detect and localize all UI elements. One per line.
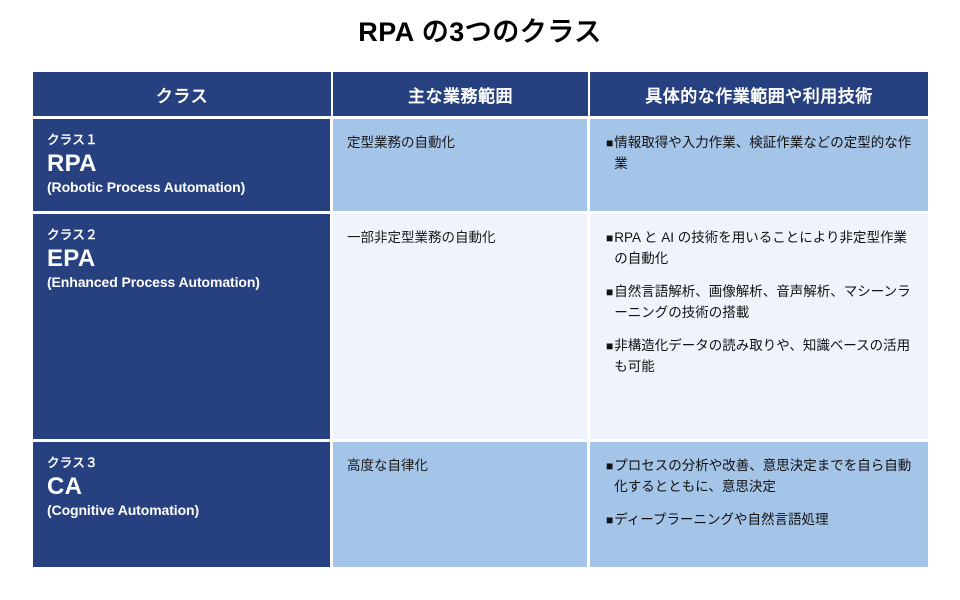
detail-bullet: ■ 自然言語解析、画像解析、音声解析、マシーンラーニングの技術の搭載 <box>606 282 916 324</box>
detail-bullet: ■ 非構造化データの読み取りや、知識ベースの活用も可能 <box>606 336 916 378</box>
scope-cell: 定型業務の自動化 <box>333 119 590 214</box>
class-number: クラス３ <box>47 456 98 470</box>
detail-bullet: ■ RPA と AI の技術を用いることにより非定型作業の自動化 <box>606 228 916 270</box>
detail-bullet: ■ プロセスの分析や改善、意思決定までを自ら自動化するとともに、意思決定 <box>606 456 916 498</box>
detail-cell: ■ 情報取得や入力作業、検証作業などの定型的な作業 <box>590 119 928 214</box>
class-full-name: (Robotic Process Automation) <box>47 179 246 196</box>
detail-bullet: ■ ディープラーニングや自然言語処理 <box>606 510 916 531</box>
square-bullet-icon: ■ <box>606 512 614 527</box>
table-body: クラス１ RPA (Robotic Process Automation) 定型… <box>33 116 928 570</box>
detail-bullet-text: 非構造化データの読み取りや、知識ベースの活用も可能 <box>614 337 911 374</box>
column-header-detail: 具体的な作業範囲や利用技術 <box>590 72 928 116</box>
scope-cell: 高度な自律化 <box>333 442 590 570</box>
class-full-name: (Enhanced Process Automation) <box>47 274 260 291</box>
table-row: クラス３ CA (Cognitive Automation) 高度な自律化 ■ … <box>33 442 928 570</box>
spacer-cell <box>333 116 590 119</box>
class-abbreviation: CA <box>47 472 83 500</box>
rpa-class-table: クラス 主な業務範囲 具体的な作業範囲や利用技術 クラス１ RPA (Robot… <box>33 72 928 570</box>
class-abbreviation: RPA <box>47 149 97 177</box>
detail-bullet-text: 情報取得や入力作業、検証作業などの定型的な作業 <box>614 135 912 171</box>
square-bullet-icon: ■ <box>606 338 614 353</box>
detail-cell: ■ RPA と AI の技術を用いることにより非定型作業の自動化 ■ 自然言語解… <box>590 214 928 442</box>
square-bullet-icon: ■ <box>606 231 614 245</box>
table-header: クラス 主な業務範囲 具体的な作業範囲や利用技術 <box>33 72 928 116</box>
table-row: クラス２ EPA (Enhanced Process Automation) 一… <box>33 214 928 442</box>
column-header-class: クラス <box>33 72 333 116</box>
square-bullet-icon: ■ <box>606 136 614 150</box>
detail-cell: ■ プロセスの分析や改善、意思決定までを自ら自動化するとともに、意思決定 ■ デ… <box>590 442 928 570</box>
detail-bullet-text: 自然言語解析、画像解析、音声解析、マシーンラーニングの技術の搭載 <box>614 283 911 320</box>
detail-bullet-text: RPA と AI の技術を用いることにより非定型作業の自動化 <box>614 230 907 266</box>
page-title: RPA の3つのクラス <box>358 17 602 47</box>
square-bullet-icon: ■ <box>606 284 614 299</box>
class-number: クラス１ <box>47 133 98 147</box>
table-header-row: クラス 主な業務範囲 具体的な作業範囲や利用技術 <box>33 72 928 116</box>
header-body-spacer <box>33 116 928 119</box>
detail-bullet: ■ 情報取得や入力作業、検証作業などの定型的な作業 <box>606 133 916 175</box>
spacer-cell <box>33 116 333 119</box>
scope-cell: 一部非定型業務の自動化 <box>333 214 590 442</box>
class-number: クラス２ <box>47 228 98 242</box>
class-abbreviation: EPA <box>47 244 96 272</box>
square-bullet-icon: ■ <box>606 459 614 473</box>
detail-bullet-text: プロセスの分析や改善、意思決定までを自ら自動化するとともに、意思決定 <box>614 458 912 494</box>
column-header-scope: 主な業務範囲 <box>333 72 590 116</box>
detail-bullet-text: ディープラーニングや自然言語処理 <box>614 511 829 527</box>
class-cell: クラス３ CA (Cognitive Automation) <box>33 442 333 570</box>
spacer-cell <box>590 116 928 119</box>
class-cell: クラス１ RPA (Robotic Process Automation) <box>33 119 333 214</box>
class-cell: クラス２ EPA (Enhanced Process Automation) <box>33 214 333 442</box>
table-row: クラス１ RPA (Robotic Process Automation) 定型… <box>33 119 928 214</box>
class-full-name: (Cognitive Automation) <box>47 502 200 519</box>
